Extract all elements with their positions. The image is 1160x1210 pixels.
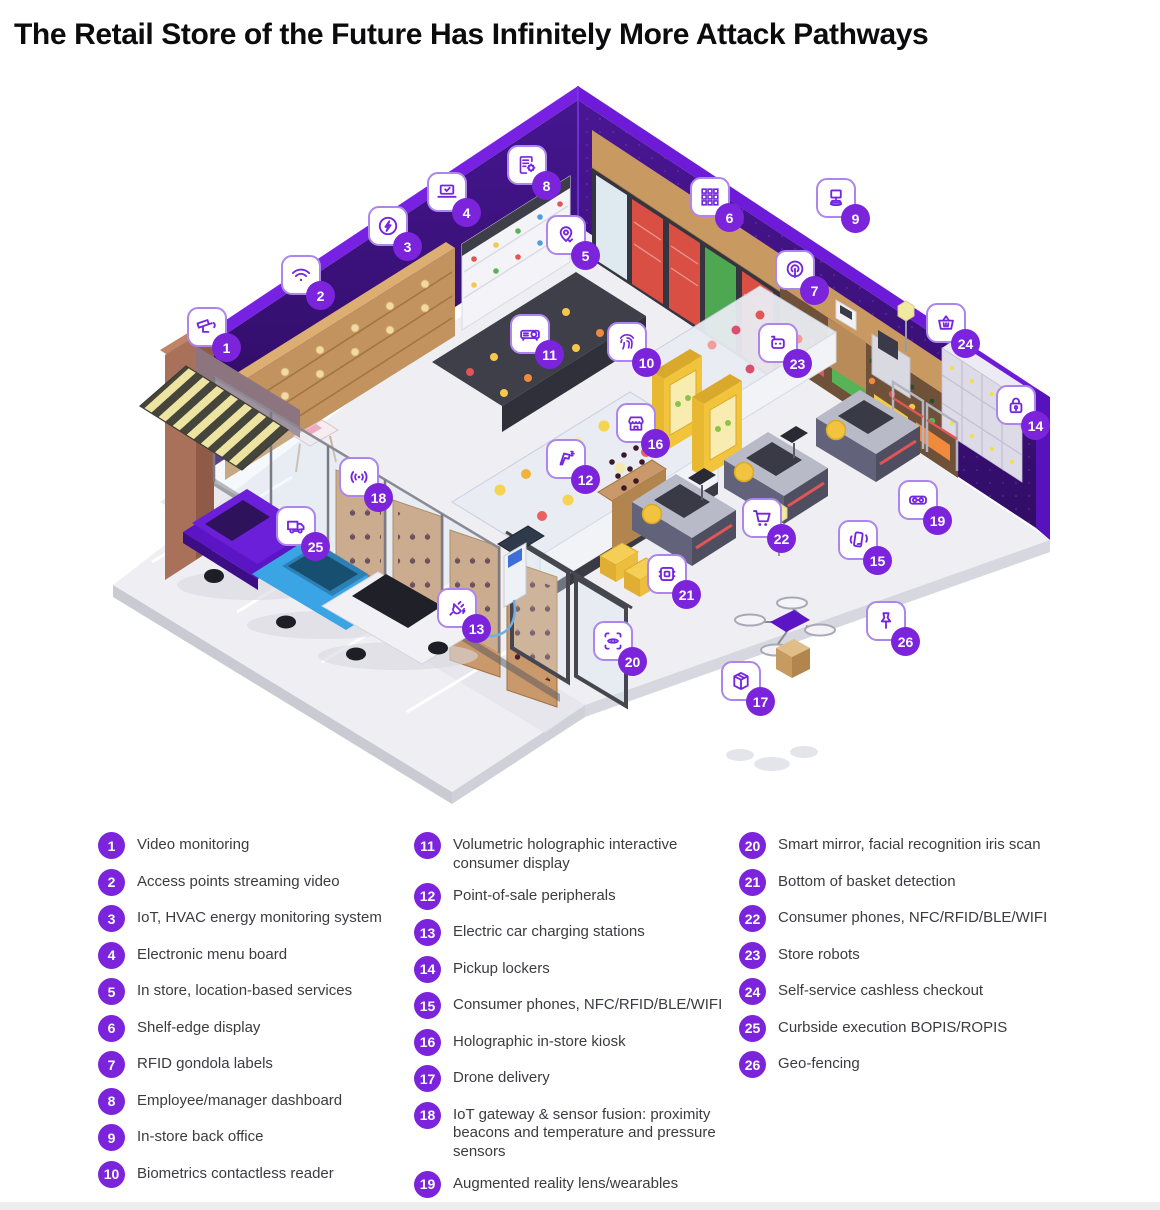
marker-number: 1 bbox=[212, 333, 241, 362]
marker-number: 2 bbox=[306, 281, 335, 310]
white-car bbox=[318, 571, 479, 670]
marker-18-iot-gateway: 18 bbox=[339, 457, 393, 512]
marker-number: 16 bbox=[641, 429, 670, 458]
marker-26-geo-fencing: 26 bbox=[866, 601, 920, 656]
desktop-computer-icon bbox=[816, 178, 856, 218]
delivery-drone bbox=[726, 596, 836, 771]
marker-9-back-office: 9 bbox=[816, 178, 870, 233]
padlock-icon bbox=[996, 385, 1036, 425]
package-box-icon bbox=[721, 661, 761, 701]
marker-5-location-services: 5 bbox=[546, 215, 600, 270]
marker-number: 17 bbox=[746, 687, 775, 716]
marker-21-basket-detection: 21 bbox=[647, 554, 701, 609]
page-bottom-bar bbox=[0, 1202, 1160, 1210]
marker-number: 11 bbox=[535, 340, 564, 369]
page-title: The Retail Store of the Future Has Infin… bbox=[14, 18, 929, 51]
checkout-counters bbox=[632, 390, 920, 566]
marker-19-ar-wearables: 19 bbox=[898, 480, 952, 535]
barcode-scanner-icon bbox=[546, 439, 586, 479]
marker-number: 25 bbox=[301, 532, 330, 561]
marker-16-instore-kiosk: 16 bbox=[616, 403, 670, 458]
marker-number: 6 bbox=[715, 203, 744, 232]
marker-number: 5 bbox=[571, 241, 600, 270]
marker-20-smart-mirror: 20 bbox=[593, 621, 647, 676]
marker-number: 10 bbox=[632, 348, 661, 377]
marker-number: 26 bbox=[891, 627, 920, 656]
marker-number: 24 bbox=[951, 329, 980, 358]
marker-number: 19 bbox=[923, 506, 952, 535]
marker-number: 22 bbox=[767, 524, 796, 553]
marker-24-cashless-checkout: 24 bbox=[926, 303, 980, 358]
marker-1-video-monitoring: 1 bbox=[187, 307, 241, 362]
marker-25-curbside-bopis: 25 bbox=[276, 506, 330, 561]
beacon-signal-icon bbox=[339, 457, 379, 497]
marker-8-manager-dashboard: 8 bbox=[507, 145, 561, 200]
marker-4-menu-board: 4 bbox=[427, 172, 481, 227]
marker-12-pos-peripherals: 12 bbox=[546, 439, 600, 494]
marker-number: 13 bbox=[462, 614, 491, 643]
marker-22-consumer-phones-nfc: 22 bbox=[742, 498, 796, 553]
marker-6-shelf-edge-display: 6 bbox=[690, 177, 744, 232]
marker-11-holographic-display: 11 bbox=[510, 314, 564, 369]
security-gates bbox=[891, 379, 959, 471]
stacked-baskets bbox=[598, 542, 664, 597]
marker-2-access-points: 2 bbox=[281, 255, 335, 310]
marker-number: 7 bbox=[800, 276, 829, 305]
marker-number: 20 bbox=[618, 647, 647, 676]
marker-number: 8 bbox=[532, 171, 561, 200]
marker-number: 21 bbox=[672, 580, 701, 609]
marker-7-rfid-labels: 7 bbox=[775, 250, 829, 305]
shopping-cart-icon bbox=[742, 498, 782, 538]
marker-13-ev-charging: 13 bbox=[437, 588, 491, 643]
marker-number: 9 bbox=[841, 204, 870, 233]
marker-number: 23 bbox=[783, 349, 812, 378]
marker-number: 15 bbox=[863, 546, 892, 575]
marker-10-biometrics-reader: 10 bbox=[607, 322, 661, 377]
marker-23-store-robots: 23 bbox=[758, 323, 812, 378]
marker-number: 3 bbox=[393, 232, 422, 261]
marker-number: 12 bbox=[571, 465, 600, 494]
chip-icon bbox=[647, 554, 687, 594]
marker-3-hvac-energy: 3 bbox=[368, 206, 422, 261]
marker-14-pickup-lockers: 14 bbox=[996, 385, 1050, 440]
marker-17-drone-delivery: 17 bbox=[721, 661, 775, 716]
marker-number: 14 bbox=[1021, 411, 1050, 440]
self-checkout-kiosk bbox=[871, 300, 915, 399]
cash-desk bbox=[828, 299, 866, 390]
marker-15-consumer-phones: 15 bbox=[838, 520, 892, 575]
marker-number: 4 bbox=[452, 198, 481, 227]
marker-number: 18 bbox=[364, 483, 393, 512]
